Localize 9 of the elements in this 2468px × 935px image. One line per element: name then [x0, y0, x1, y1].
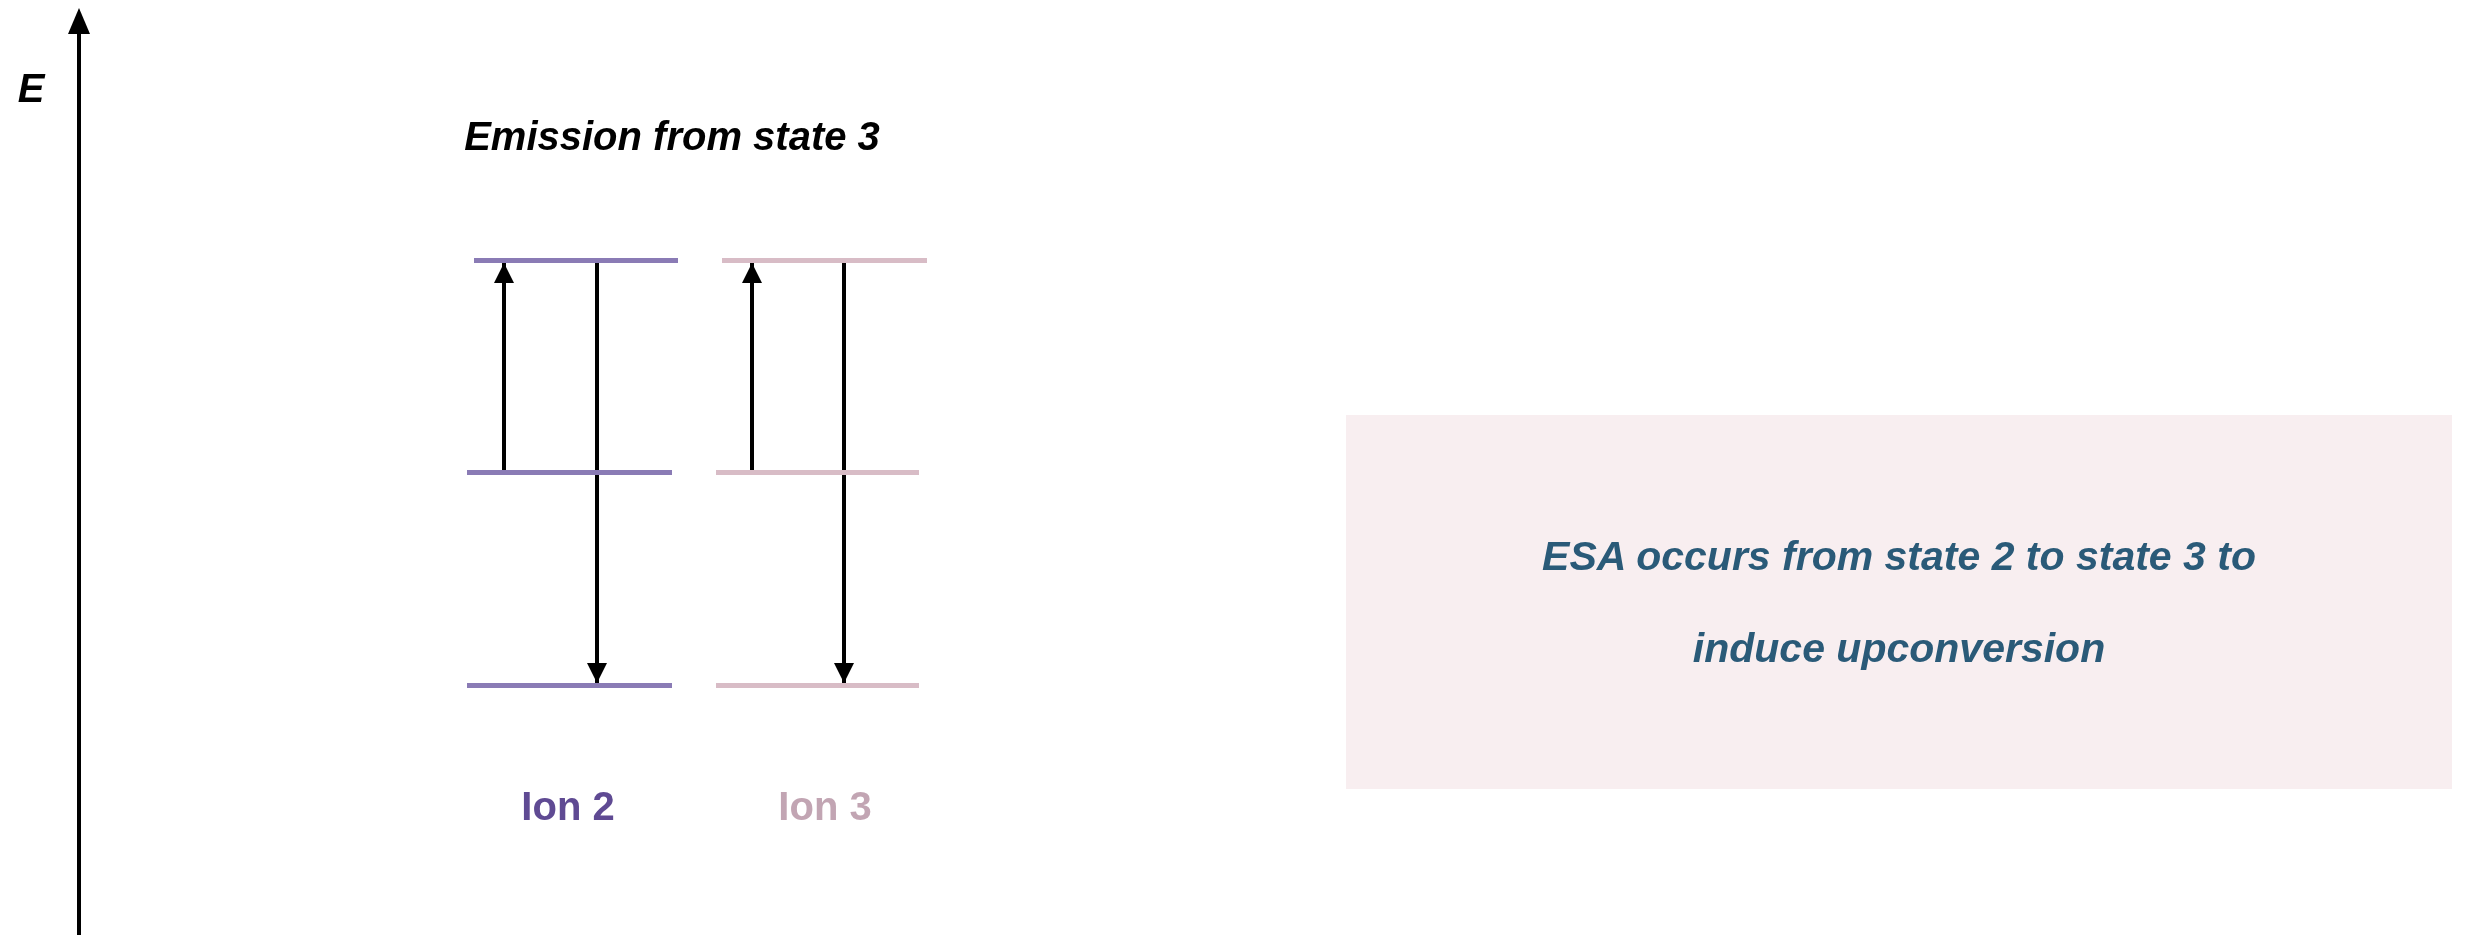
axis-label: E — [17, 66, 45, 111]
transition-arrow — [834, 263, 854, 683]
ion-label: Ion 2 — [521, 784, 615, 829]
transition-arrow — [742, 263, 762, 470]
diagram-title: Emission from state 3 — [464, 114, 880, 159]
ion-label: Ion 3 — [778, 784, 872, 829]
transition-arrow — [494, 263, 514, 470]
note-text: ESA occurs from state 2 to state 3 to induce upconversion — [1541, 531, 2257, 673]
transition-arrow — [587, 263, 607, 683]
